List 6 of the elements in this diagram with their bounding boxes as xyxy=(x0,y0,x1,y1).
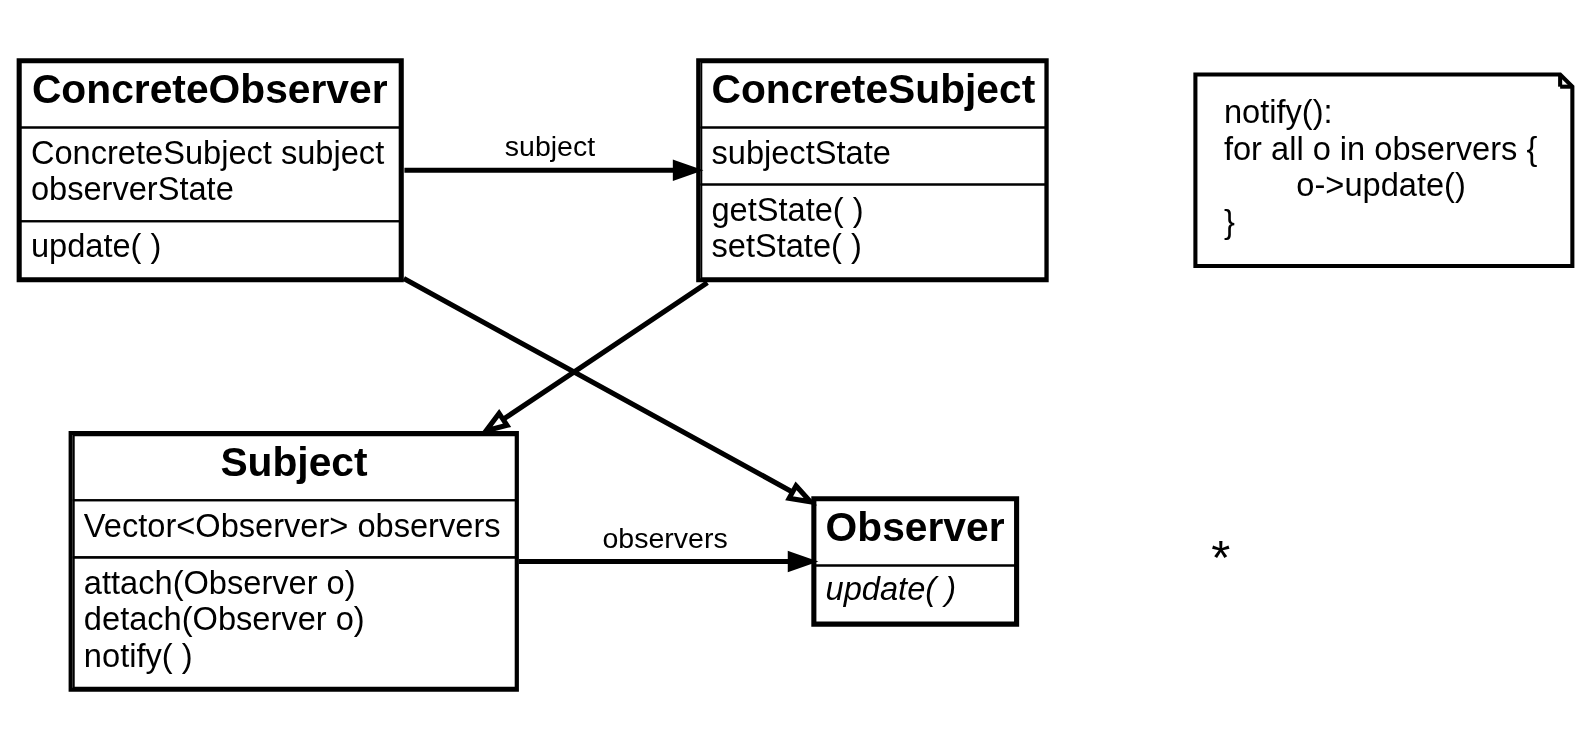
arrow xyxy=(402,276,818,506)
arrow xyxy=(404,159,704,181)
label: * xyxy=(1211,530,1231,585)
edge-label: observers xyxy=(602,521,728,554)
arrow xyxy=(519,550,819,573)
edge-label: subject xyxy=(504,130,596,163)
